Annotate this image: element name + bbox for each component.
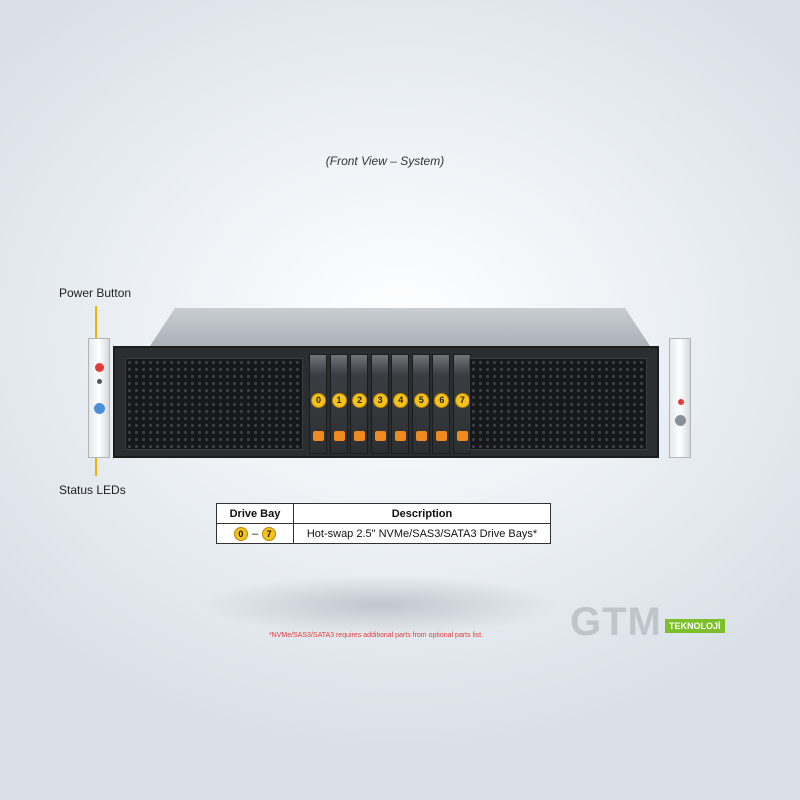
drive-bay-latch[interactable]	[456, 431, 468, 441]
logo-main-text: GTM	[570, 600, 662, 644]
logo-tag: TEKNOLOJİ	[665, 619, 725, 633]
drive-bay-number-badge: 0	[311, 393, 326, 408]
drive-bay-number-badge: 5	[413, 393, 429, 408]
view-title: (Front View – System)	[325, 154, 445, 168]
description-cell: Hot-swap 2.5" NVMe/SAS3/SATA3 Drive Bays…	[293, 523, 551, 544]
drive-bay[interactable]: 6	[432, 354, 451, 454]
table-header-row: Drive Bay Description	[216, 503, 551, 524]
table-row: 0 – 7 Hot-swap 2.5" NVMe/SAS3/SATA3 Driv…	[216, 523, 551, 544]
indicator-led	[678, 399, 684, 405]
drive-bay-number-badge: 6	[434, 393, 450, 408]
range-separator: –	[251, 527, 259, 540]
status-leds-label: Status LEDs	[59, 483, 126, 497]
drive-bay[interactable]: 5	[411, 354, 430, 454]
drive-bay[interactable]: 4	[391, 354, 410, 454]
drive-bay-range-cell: 0 – 7	[216, 523, 294, 544]
power-button[interactable]	[95, 363, 104, 372]
screw-icon	[675, 415, 686, 426]
drive-bay[interactable]: 0	[309, 354, 327, 454]
range-start-badge: 0	[233, 526, 248, 541]
chassis-top-cover	[150, 308, 650, 346]
left-fan-grille	[125, 358, 303, 450]
floor-shadow	[200, 575, 560, 635]
drive-bay-latch[interactable]	[333, 431, 345, 441]
drive-bay-number-badge: 7	[454, 393, 470, 408]
drive-bay-latch[interactable]	[374, 431, 386, 441]
right-fan-grille	[469, 358, 647, 450]
drive-bay-number-badge: 1	[331, 393, 347, 408]
drive-bay-number-badge: 4	[393, 393, 409, 408]
drive-bay-table: Drive Bay Description 0 – 7 Hot-swap 2.5…	[216, 503, 551, 544]
left-rack-ear	[88, 338, 110, 458]
drive-bay-range: 0 – 7	[233, 526, 277, 541]
drive-bay-latch[interactable]	[313, 431, 324, 441]
drive-bay-latch[interactable]	[415, 431, 427, 441]
table-header-description: Description	[293, 503, 551, 524]
right-rack-ear	[669, 338, 691, 458]
range-end-badge: 7	[262, 526, 277, 541]
drive-bay[interactable]: 2	[350, 354, 369, 454]
drive-bay-latch[interactable]	[395, 431, 407, 441]
drive-bay-number-badge: 3	[372, 393, 388, 408]
drive-bay[interactable]: 7	[452, 354, 471, 454]
power-button-label: Power Button	[59, 286, 132, 300]
table-header-drive-bay: Drive Bay	[216, 503, 294, 524]
screw-icon	[94, 403, 105, 414]
drive-bay-latch[interactable]	[354, 431, 366, 441]
power-button-callout-line	[95, 306, 97, 368]
drive-bay-number-badge: 2	[352, 393, 368, 408]
drive-bay[interactable]: 3	[370, 354, 389, 454]
footnote: *NVMe/SAS3/SATA3 requires additional par…	[268, 632, 484, 639]
status-led	[97, 379, 102, 384]
drive-bay-latch[interactable]	[436, 431, 448, 441]
drive-bay[interactable]: 1	[329, 354, 348, 454]
